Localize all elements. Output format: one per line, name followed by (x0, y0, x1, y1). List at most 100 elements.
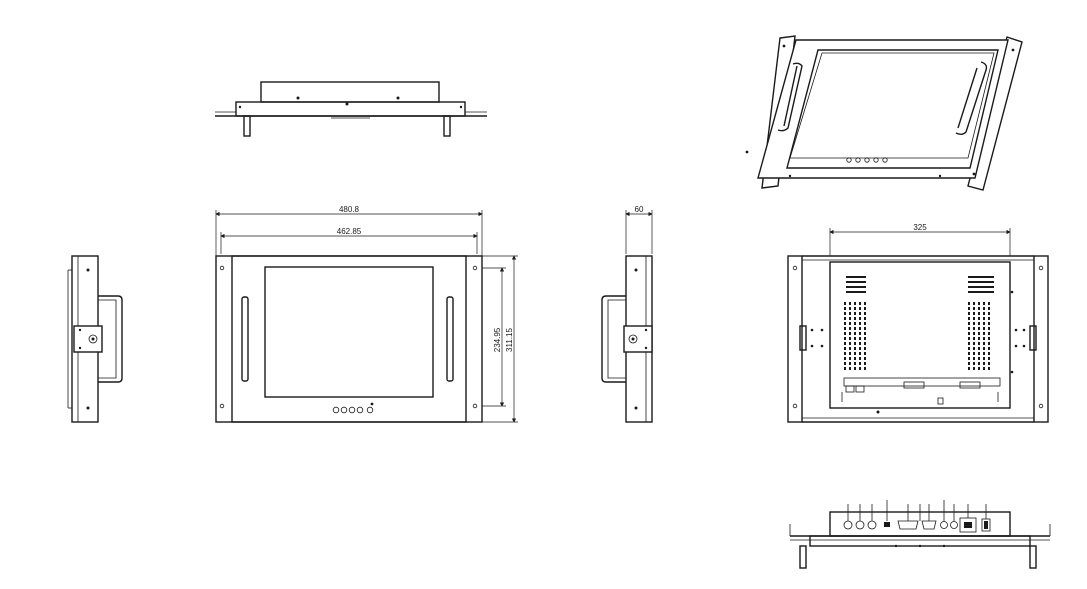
vent-slot (973, 367, 975, 370)
rear-vent-upper-right (968, 276, 994, 293)
vent-slot (849, 352, 851, 355)
vent-slot (864, 347, 866, 350)
vent-slot (854, 312, 856, 315)
vent-slot (849, 307, 851, 310)
vent-slot (988, 332, 990, 335)
top-view (215, 81, 487, 137)
vent-slot (859, 312, 861, 315)
vent-slot (854, 332, 856, 335)
vent-slot (978, 302, 980, 305)
vent-slot (864, 307, 866, 310)
vent-slot (988, 352, 990, 355)
vent-slot (973, 317, 975, 320)
rear-vent-right (968, 302, 990, 370)
vent-slot (983, 322, 985, 325)
vent-slot (983, 362, 985, 365)
vent-slot (844, 307, 846, 310)
left-side-view (67, 255, 123, 423)
vent-slot (854, 302, 856, 305)
vent-slot (844, 337, 846, 340)
vent-slot (864, 352, 866, 355)
vent-slot (973, 357, 975, 360)
vent-slot (844, 357, 846, 360)
dimension-height-inner: 234.95 (493, 327, 502, 352)
vent-slot (859, 337, 861, 340)
rear-vent-left (844, 302, 866, 370)
vent-slot (988, 317, 990, 320)
vent-slot (968, 357, 970, 360)
vent-slot (983, 307, 985, 310)
vent-slot (978, 307, 980, 310)
vent-slot (988, 367, 990, 370)
vent-slot (968, 367, 970, 370)
vent-slot (849, 312, 851, 315)
vent-slot (859, 332, 861, 335)
vent-slot (973, 302, 975, 305)
vent-slot (978, 357, 980, 360)
vent-slot (978, 312, 980, 315)
vent-slot (849, 337, 851, 340)
vent-slot (849, 342, 851, 345)
vent-slot (983, 327, 985, 330)
vent-slot (973, 347, 975, 350)
vent-slot (968, 352, 970, 355)
vent-slot (983, 302, 985, 305)
front-buttons (332, 402, 374, 414)
vent-slot (859, 352, 861, 355)
vent-slot (849, 322, 851, 325)
vent-slot (968, 342, 970, 345)
vent-slot (968, 332, 970, 335)
bottom-view (789, 500, 1051, 569)
vent-slot (859, 327, 861, 330)
vent-slot (844, 352, 846, 355)
vent-slot (983, 312, 985, 315)
vent-slot (844, 327, 846, 330)
vent-slot (859, 317, 861, 320)
vent-slot (978, 322, 980, 325)
vent-slot (864, 317, 866, 320)
vent-slot (864, 302, 866, 305)
dimension-overall-width: 480.8 (339, 205, 360, 214)
right-side-view: 60 (601, 205, 653, 423)
vent-slot (854, 322, 856, 325)
vent-slot (844, 367, 846, 370)
vent-slot (978, 317, 980, 320)
vent-slot (859, 367, 861, 370)
vent-slot (849, 347, 851, 350)
vent-slot (973, 342, 975, 345)
vent-slot (988, 342, 990, 345)
vent-slot (864, 332, 866, 335)
vent-slot (854, 342, 856, 345)
vent-slot (968, 307, 970, 310)
vent-slot (988, 302, 990, 305)
vent-slot (978, 342, 980, 345)
vent-slot (864, 342, 866, 345)
isometric-view (745, 35, 1023, 191)
vent-slot (844, 362, 846, 365)
vent-slot (968, 327, 970, 330)
vent-slot (844, 347, 846, 350)
vent-slot (864, 327, 866, 330)
vent-slot (983, 342, 985, 345)
vent-slot (859, 362, 861, 365)
vent-slot (983, 317, 985, 320)
vent-slot (973, 332, 975, 335)
vent-slot (973, 322, 975, 325)
vent-slot (988, 362, 990, 365)
vent-slot (849, 317, 851, 320)
vent-slot (978, 327, 980, 330)
vent-slot (988, 307, 990, 310)
vent-slot (988, 322, 990, 325)
vent-slot (849, 302, 851, 305)
vent-slot (973, 307, 975, 310)
vent-slot (988, 337, 990, 340)
vent-slot (978, 332, 980, 335)
vent-slot (844, 302, 846, 305)
vent-slot (988, 347, 990, 350)
vent-slot (983, 332, 985, 335)
vent-slot (973, 352, 975, 355)
vent-slot (859, 322, 861, 325)
vent-slot (978, 362, 980, 365)
vent-slot (854, 357, 856, 360)
